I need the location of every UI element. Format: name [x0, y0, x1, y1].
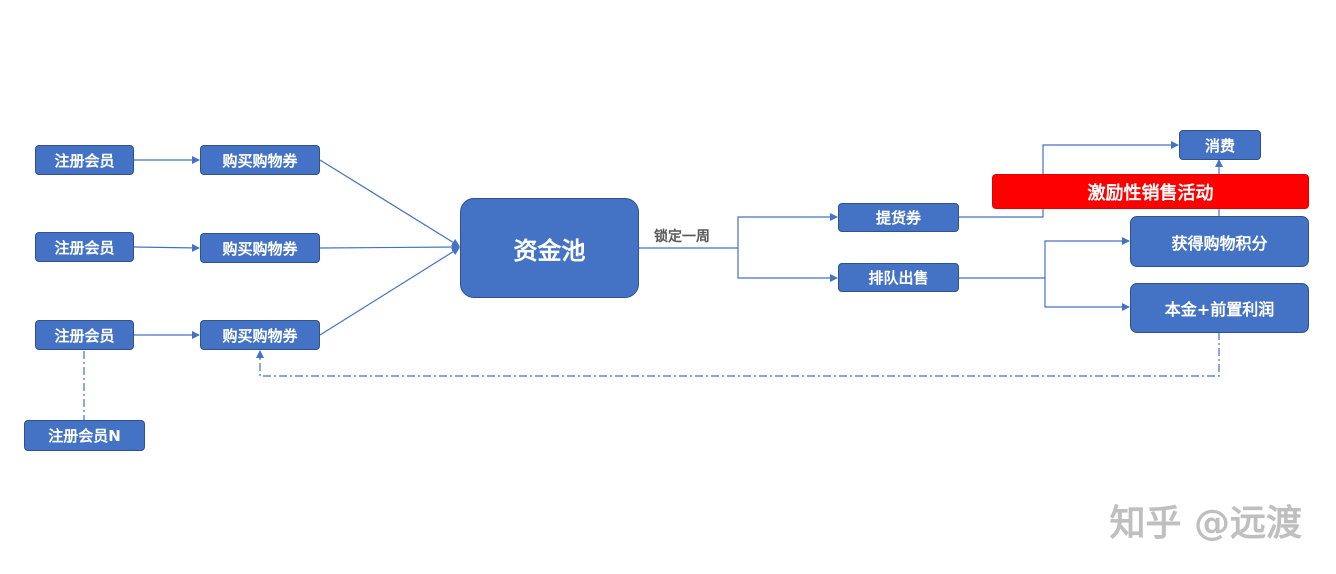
arrow-buy1-pool — [319, 159, 460, 247]
lock-period-label: 锁定一周 — [654, 229, 710, 245]
principal-profit-node: 本金+前置利润 — [1130, 283, 1309, 333]
zhihu-watermark: 知乎 @远渡 — [1109, 503, 1302, 544]
member-node-2: 注册会员 — [35, 232, 134, 262]
arrow-principal-buy3 — [256, 332, 1220, 377]
buy-voucher-node-2: 购买购物券 — [200, 233, 320, 263]
shopping-points-node: 获得购物积分 — [1130, 216, 1309, 267]
promo-activity-banner: 激励性销售活动 — [992, 174, 1309, 209]
arrow-queue-points — [959, 237, 1130, 279]
queue-sale-node: 排队出售 — [838, 263, 959, 292]
arrow-pool-queue — [737, 248, 838, 282]
arrow-buy2-pool — [319, 243, 460, 252]
fund-pool-node: 资金池 — [460, 198, 639, 298]
member-node-3: 注册会员 — [35, 320, 134, 350]
arrow-buy3-pool — [319, 247, 460, 336]
member-node-1: 注册会员 — [35, 145, 134, 175]
consume-node: 消费 — [1179, 130, 1261, 160]
arrow-queue-principal — [1044, 278, 1130, 311]
pickup-voucher-node: 提货券 — [838, 203, 959, 232]
buy-voucher-node-3: 购买购物券 — [200, 320, 320, 350]
arrow-pool-pickup — [639, 213, 838, 249]
buy-voucher-node-1: 购买购物券 — [200, 145, 320, 175]
member-node-n: 注册会员N — [24, 420, 145, 451]
arrow-member2-buy2 — [133, 243, 200, 252]
